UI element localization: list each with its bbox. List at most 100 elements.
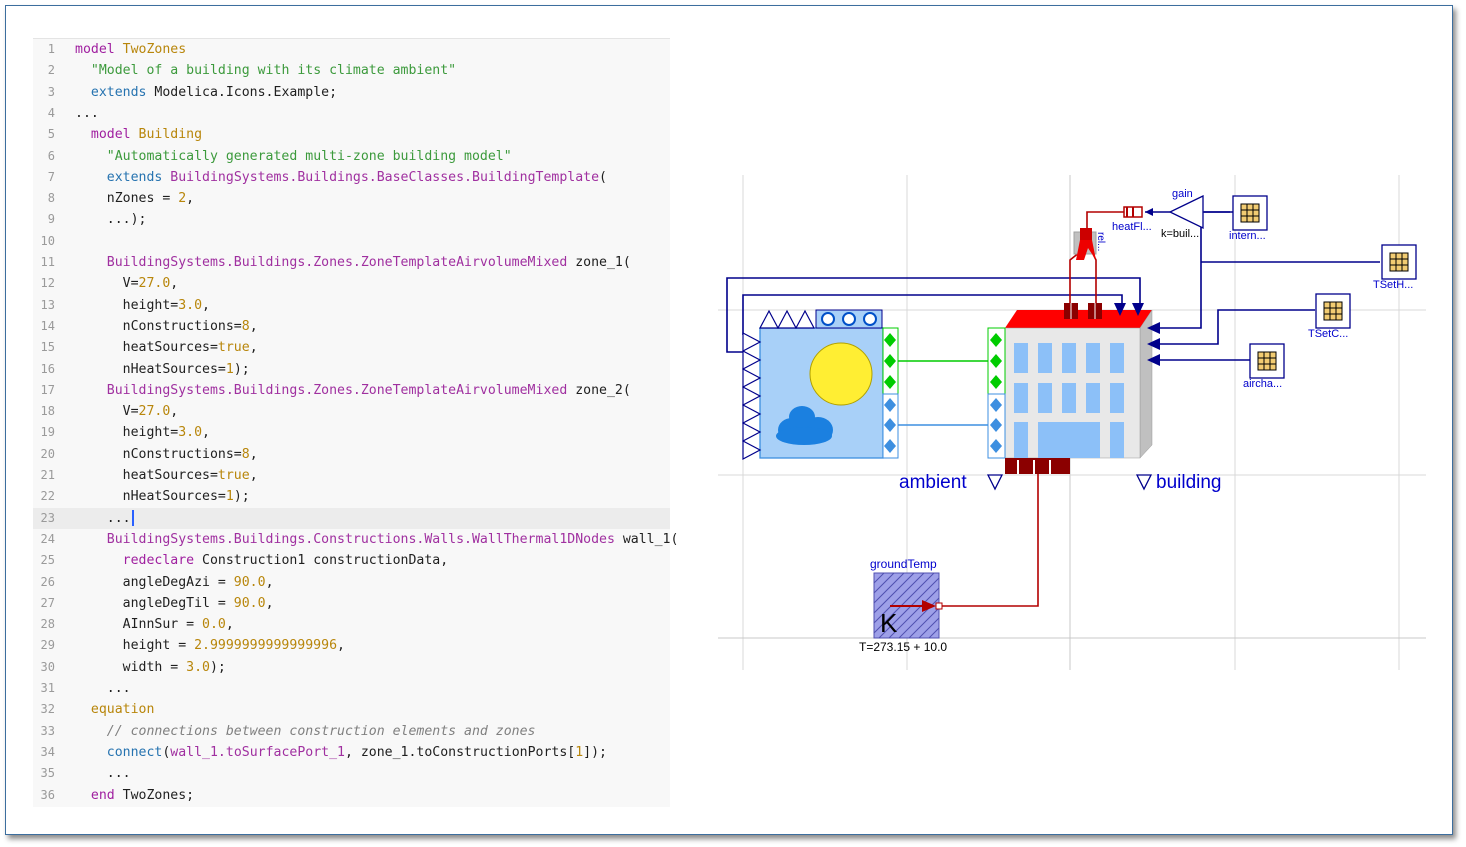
code-text: nConstructions=8, <box>75 446 258 462</box>
airchange-label: aircha... <box>1243 378 1282 390</box>
code-line[interactable]: 15 heatSources=true, <box>33 337 670 358</box>
code-text: BuildingSystems.Buildings.Constructions.… <box>106 531 679 547</box>
line-number: 31 <box>40 681 55 695</box>
ground-temp-block[interactable]: K groundTemp T=273.15 + 10.0 <box>859 557 947 654</box>
line-number: 26 <box>40 574 55 589</box>
code-line[interactable]: 28 AInnSur = 0.0, <box>33 614 670 635</box>
tseth-table[interactable]: TSetH... <box>1373 244 1417 291</box>
code-text: height=3.0, <box>75 425 210 441</box>
code-line[interactable]: 21 heatSources=true, <box>33 465 670 486</box>
code-line[interactable]: 36 end TwoZones; <box>33 785 670 806</box>
ground-unit-label: K <box>880 608 898 638</box>
code-line[interactable]: 18 V=27.0, <box>33 401 670 422</box>
code-text: extends Modelica.Icons.Example; <box>90 84 338 100</box>
line-number: 17 <box>40 382 55 397</box>
code-text: model Building <box>90 127 203 143</box>
gain-arrow <box>1145 208 1153 216</box>
line-number: 24 <box>40 531 55 546</box>
line-number: 14 <box>40 318 55 333</box>
tseth-label: TSetH... <box>1373 279 1413 291</box>
line-number: 13 <box>40 297 55 312</box>
code-line[interactable]: 4... <box>33 103 670 124</box>
code-text: // connections between construction elem… <box>106 723 536 739</box>
code-text: BuildingSystems.Buildings.Zones.ZoneTemp… <box>106 255 631 270</box>
code-line[interactable]: 23 ... <box>33 507 670 529</box>
code-text: ... <box>75 681 131 696</box>
code-line[interactable]: 16 nHeatSources=1); <box>33 359 670 380</box>
code-line[interactable]: 27 angleDegTil = 90.0, <box>33 593 670 614</box>
code-line[interactable]: 7 extends BuildingSystems.Buildings.Base… <box>33 167 670 188</box>
code-line[interactable]: 29 height = 2.9999999999999996, <box>33 635 670 656</box>
gain-block[interactable]: gain k=buil... <box>1161 188 1204 240</box>
code-line[interactable]: 9 ...); <box>33 209 670 230</box>
line-number: 15 <box>40 340 55 355</box>
code-line[interactable]: 34 connect(wall_1.toSurfacePort_1, zone_… <box>33 742 670 763</box>
ambient-block[interactable]: ambient <box>742 309 967 493</box>
line-number: 36 <box>40 787 55 802</box>
groundtemp-param: T=273.15 + 10.0 <box>859 640 947 654</box>
code-text: height=3.0, <box>75 297 210 313</box>
code-text: "Model of a building with its climate am… <box>90 63 457 79</box>
code-line[interactable]: 3 extends Modelica.Icons.Example; <box>33 82 670 103</box>
code-text: angleDegAzi = 90.0, <box>75 574 274 590</box>
code-line[interactable]: 30 width = 3.0); <box>33 657 670 678</box>
code-line[interactable]: 19 height=3.0, <box>33 422 670 443</box>
code-text: extends BuildingSystems.Buildings.BaseCl… <box>106 169 607 185</box>
code-line[interactable]: 6 "Automatically generated multi-zone bu… <box>33 146 670 167</box>
code-line[interactable]: 11 BuildingSystems.Buildings.Zones.ZoneT… <box>33 252 670 273</box>
code-line[interactable]: 35 ... <box>33 763 670 784</box>
code-line[interactable]: 10 <box>33 231 670 252</box>
line-number: 7 <box>47 169 55 184</box>
internal-gains-table[interactable]: intern... <box>1229 195 1268 242</box>
line-number: 3 <box>47 84 55 99</box>
code-line[interactable]: 24 BuildingSystems.Buildings.Constructio… <box>33 529 679 550</box>
building-output-triangle <box>1135 474 1153 491</box>
code-line[interactable]: 17 BuildingSystems.Buildings.Zones.ZoneT… <box>33 380 670 401</box>
code-line[interactable]: 33 // connections between construction e… <box>33 721 670 742</box>
building-label: building <box>1156 472 1222 493</box>
line-number: 30 <box>40 659 55 674</box>
line-number: 10 <box>40 233 55 248</box>
airchange-table[interactable]: aircha... <box>1243 343 1285 390</box>
code-line[interactable]: 32 equation <box>33 699 670 720</box>
code-text: ...); <box>75 212 147 228</box>
heat-splitter[interactable]: rel... <box>1073 228 1106 260</box>
code-line[interactable]: 22 nHeatSources=1); <box>33 486 670 507</box>
diagram-canvas[interactable]: gain k=buil... heatFl... rel... <box>700 160 1440 680</box>
code-text: connect(wall_1.toSurfacePort_1, zone_1.t… <box>106 744 607 760</box>
code-text: V=27.0, <box>75 404 179 420</box>
line-number: 20 <box>40 446 55 461</box>
tsetc-table[interactable]: TSetC... <box>1308 293 1351 340</box>
code-text: end TwoZones; <box>90 787 195 803</box>
code-text: equation <box>90 702 155 718</box>
code-line[interactable]: 20 nConstructions=8, <box>33 444 670 465</box>
code-text: "Automatically generated multi-zone buil… <box>106 148 512 164</box>
code-line[interactable]: 8 nZones = 2, <box>33 188 670 209</box>
text-cursor <box>131 509 134 526</box>
code-text: ... <box>75 766 131 782</box>
code-line[interactable]: 14 nConstructions=8, <box>33 316 670 337</box>
code-text: heatSources=true, <box>75 340 258 356</box>
code-line[interactable]: 31 ... <box>33 678 670 699</box>
ambient-output-triangle <box>986 474 1004 491</box>
code-line[interactable]: 25 redeclare Construction1 constructionD… <box>33 550 670 571</box>
code-line[interactable]: 12 V=27.0, <box>33 273 670 294</box>
code-line[interactable]: 26 angleDegAzi = 90.0, <box>33 572 670 593</box>
building-block[interactable]: building <box>987 303 1222 493</box>
code-line[interactable]: 2 "Model of a building with its climate … <box>33 60 670 81</box>
code-text: V=27.0, <box>75 276 179 292</box>
line-number: 22 <box>40 489 55 504</box>
modelica-diagram[interactable]: gain k=buil... heatFl... rel... <box>700 160 1440 680</box>
code-line[interactable]: 5 model Building <box>33 124 670 145</box>
code-text: height = 2.9999999999999996, <box>75 638 345 654</box>
code-text: nHeatSources=1); <box>75 361 258 377</box>
tsetc-label: TSetC... <box>1308 328 1348 340</box>
heatflow-block[interactable]: heatFl... <box>1112 206 1152 233</box>
line-number: 11 <box>40 255 55 269</box>
ambient-label: ambient <box>899 472 967 493</box>
line-number: 16 <box>40 361 55 376</box>
line-number: 35 <box>40 766 55 781</box>
code-line[interactable]: 13 height=3.0, <box>33 295 670 316</box>
